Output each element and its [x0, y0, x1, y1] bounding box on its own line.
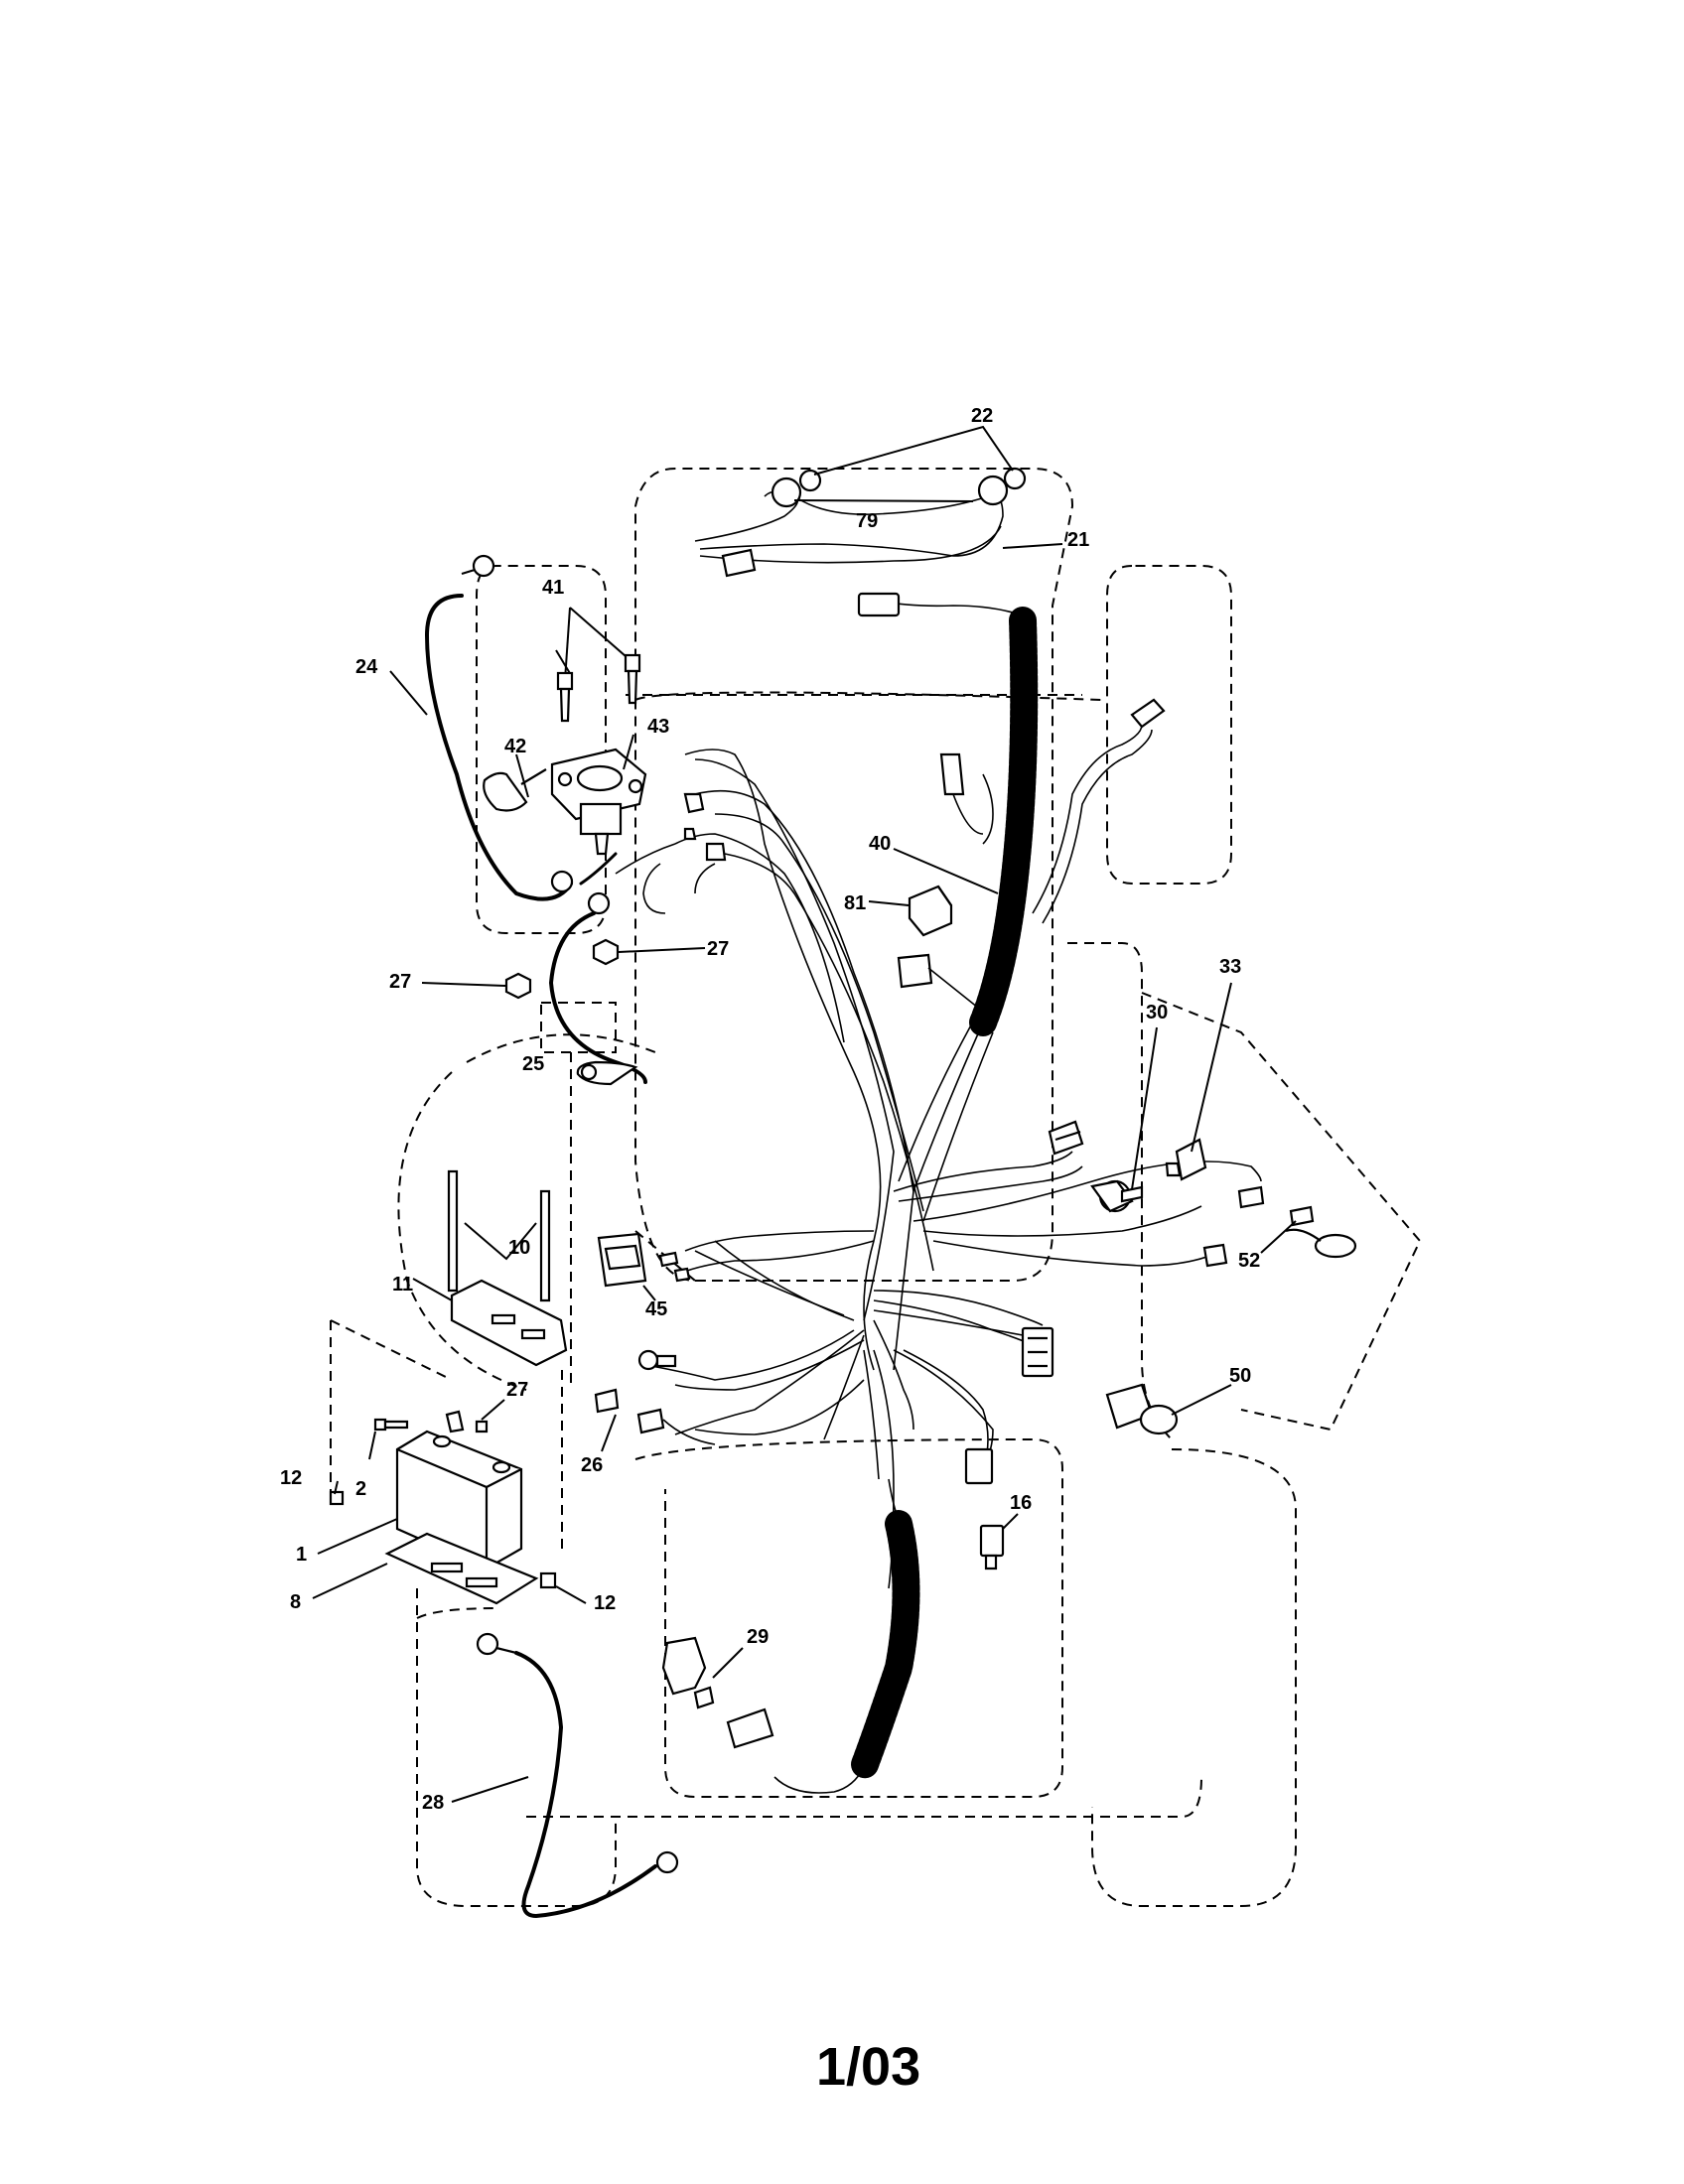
callout-33: 33: [1219, 956, 1241, 978]
callout-79: 79: [856, 510, 878, 532]
callout-52: 52: [1238, 1250, 1260, 1272]
seat-switch: [1165, 982, 1232, 1181]
callout-1: 1: [296, 1544, 307, 1566]
callout-43: 43: [647, 716, 669, 738]
callout-41: 41: [542, 577, 564, 599]
callout-22: 22: [971, 405, 993, 427]
callout-10: 10: [508, 1237, 530, 1259]
battery-bolt: [373, 1410, 489, 1433]
callout-50: 50: [1229, 1365, 1251, 1387]
callout-28: 28: [422, 1792, 444, 1814]
fuel-solenoid: [661, 1636, 774, 1749]
callout-12-b: 12: [594, 1592, 616, 1614]
callout-2: 2: [355, 1478, 366, 1500]
mounting-bolts: [556, 653, 641, 723]
multi-pin-connector: [1021, 1326, 1054, 1378]
callout-16: 16: [1010, 1492, 1032, 1514]
fuse-holder: [597, 1232, 691, 1301]
lock-nuts: [421, 938, 706, 1000]
main-wiring-harness: [642, 749, 1262, 1589]
callout-27-c: 27: [506, 1379, 528, 1401]
battery-ground-cable: [451, 1632, 679, 1919]
callout-81: 81: [844, 892, 866, 914]
callout-11: 11: [392, 1274, 413, 1296]
battery-area: [312, 1169, 587, 1605]
upper-right-harness-branch: [939, 698, 1166, 924]
hold-down-rod-right: [539, 1189, 551, 1302]
hold-down-rod-left: [447, 1169, 459, 1293]
callout-12-a: 12: [280, 1467, 302, 1489]
right-headlight-socket: [977, 467, 1027, 506]
pto-switch: [1105, 1383, 1232, 1435]
starter-solenoid-assembly: [389, 554, 676, 1086]
ring-terminal-top: [461, 554, 495, 578]
callout-labels: 22 79 21 41 24 42 43 40 81 27 27 33 30 2…: [280, 405, 1260, 1814]
blade-fuse: [594, 1388, 716, 1452]
upper-coil-conduit: [857, 592, 1039, 1036]
pto-switch-connector: [1202, 1185, 1357, 1268]
callout-21: 21: [1067, 529, 1089, 551]
left-headlight-socket: [771, 469, 822, 508]
harness-connector-mid: [897, 953, 979, 1009]
callout-45: 45: [645, 1298, 667, 1320]
callout-27-b: 27: [707, 938, 729, 960]
lower-coil-conduit: [773, 1478, 920, 1794]
clutch-connector-pair: [964, 1447, 1019, 1570]
callout-25: 25: [522, 1053, 544, 1075]
hold-down-bracket: [450, 1279, 568, 1367]
callout-42: 42: [504, 736, 526, 757]
boot-cover: [483, 768, 547, 812]
callout-40: 40: [869, 833, 891, 855]
battery-nut-right: [539, 1571, 557, 1589]
callout-24: 24: [355, 656, 378, 678]
battery-tray: [384, 1532, 539, 1605]
ignition-connector: [1048, 1120, 1084, 1156]
ignition-switch: [1090, 1026, 1158, 1213]
callout-27-a: 27: [389, 971, 411, 993]
callout-30: 30: [1146, 1002, 1168, 1024]
footer-date-code: 1/03: [816, 2037, 920, 2097]
headlight-harness-assembly: [694, 425, 1063, 578]
ground-ring-terminal: [637, 1349, 677, 1371]
callout-26: 26: [581, 1454, 603, 1476]
relay: [868, 885, 953, 937]
callout-8: 8: [290, 1591, 301, 1613]
battery-nut-left: [329, 1490, 345, 1506]
solenoid: [550, 748, 647, 856]
callout-29: 29: [747, 1626, 769, 1648]
